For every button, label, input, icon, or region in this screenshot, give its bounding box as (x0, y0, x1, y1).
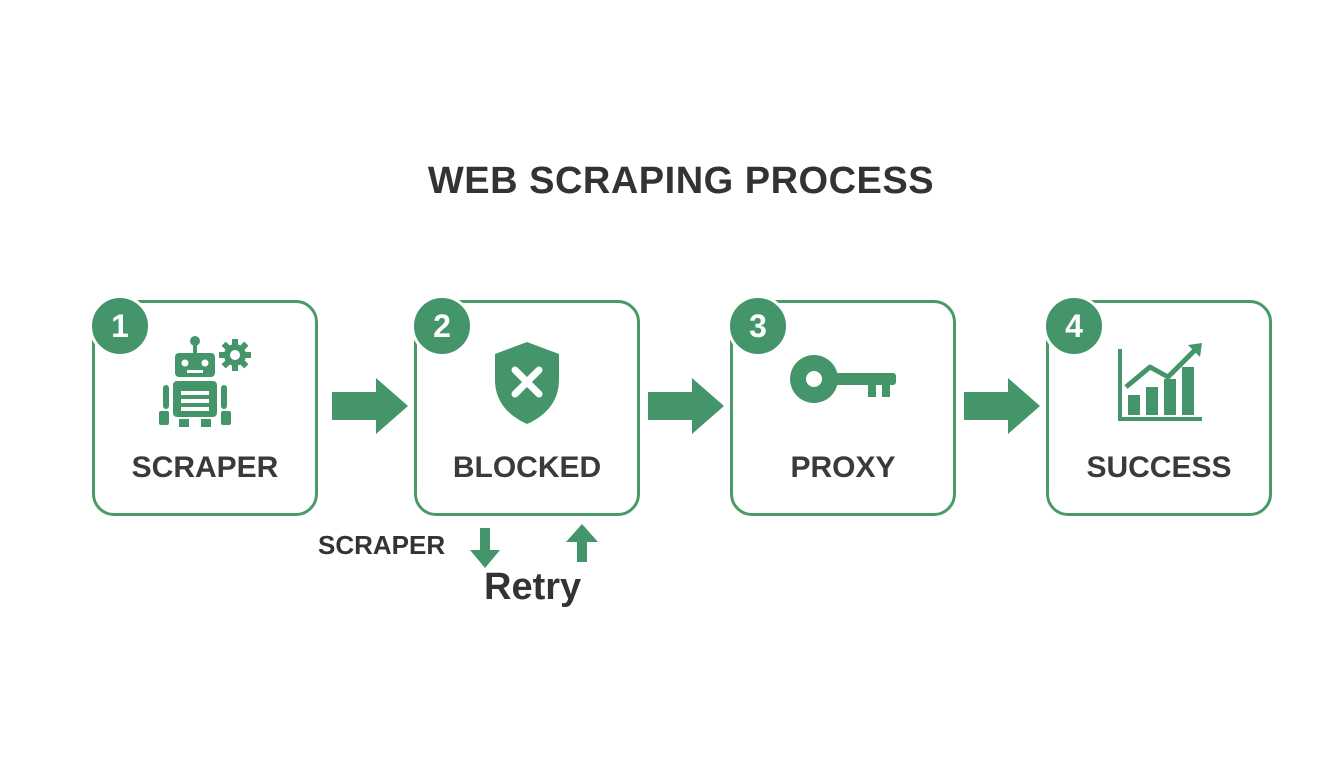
flow-arrow-icon (964, 378, 1040, 434)
growth-chart-icon (1049, 333, 1269, 433)
diagram-title: WEB SCRAPING PROCESS (427, 160, 935, 202)
step-label: PROXY (790, 451, 896, 484)
flow-arrow-icon (648, 378, 724, 434)
arrow-up-icon (566, 524, 598, 562)
step-label: SCRAPER (131, 451, 279, 484)
step-success: 4 SUCCESS (1043, 295, 1272, 516)
step-blocked: 2 BLOCKED (411, 295, 640, 516)
step-scraper: 1 (89, 295, 318, 516)
arrow-down-icon (470, 528, 500, 568)
retry-label: Retry (484, 566, 582, 608)
step-label: SUCCESS (1086, 451, 1232, 484)
step-number-badge: 1 (89, 295, 151, 357)
shield-x-icon (417, 333, 637, 433)
step-number-badge: 3 (727, 295, 789, 357)
step-number-badge: 4 (1043, 295, 1105, 357)
step-label: BLOCKED (452, 451, 602, 484)
step-proxy: 3 PROXY (727, 295, 956, 516)
retry-source-label: SCRAPER (318, 530, 446, 560)
step-number-badge: 2 (411, 295, 473, 357)
key-icon (733, 333, 953, 433)
robot-gear-icon (95, 333, 315, 433)
flow-arrow-icon (332, 378, 408, 434)
